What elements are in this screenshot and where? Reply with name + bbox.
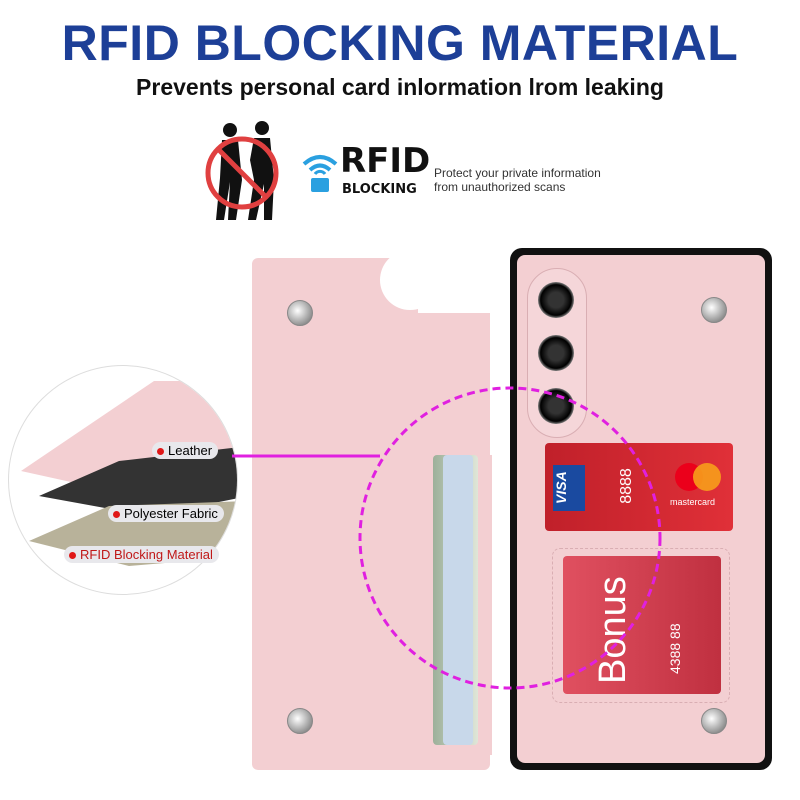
blocking-logo-text: BLOCKING	[342, 182, 417, 197]
page-title: RFID BLOCKING MATERIAL	[61, 15, 739, 71]
description-line-1: Protect your private information	[434, 166, 601, 180]
layers-magnifier	[8, 365, 238, 595]
page-subtitle: Prevents personal card inlormation lrom …	[136, 74, 664, 100]
description-line-2: from unauthorized scans	[434, 180, 566, 194]
mastercard-label: mastercard	[670, 497, 716, 507]
visa-logo: VISA	[553, 465, 585, 511]
no-skimming-icon	[205, 121, 279, 220]
mastercard-circle-orange	[693, 463, 721, 491]
camera-lens	[538, 282, 574, 318]
layer-label-polyester: Polyester Fabric	[108, 505, 224, 522]
card-in-slot	[443, 455, 473, 745]
rfid-lock-icon	[302, 155, 338, 192]
card-number: 8888	[617, 468, 635, 504]
bonus-number: 4388 88	[667, 623, 683, 674]
camera-lens	[538, 335, 574, 371]
rfid-description: Protect your private information from un…	[434, 166, 601, 194]
snap-button	[287, 300, 313, 326]
slot-edge	[478, 455, 492, 755]
bonus-card: Bonus 4388 88	[563, 556, 721, 694]
credit-card: VISA mastercard 8888	[545, 443, 733, 531]
camera-lens	[538, 388, 574, 424]
bonus-text: Bonus	[592, 576, 634, 684]
snap-button	[701, 297, 727, 323]
snap-button	[701, 708, 727, 734]
layer-label-rfid: RFID Blocking Material	[64, 546, 219, 563]
flap-notch-gap	[418, 258, 498, 313]
rfid-logo-text: RFID	[340, 141, 431, 181]
layer-label-leather: Leather	[152, 442, 219, 459]
snap-button	[287, 708, 313, 734]
